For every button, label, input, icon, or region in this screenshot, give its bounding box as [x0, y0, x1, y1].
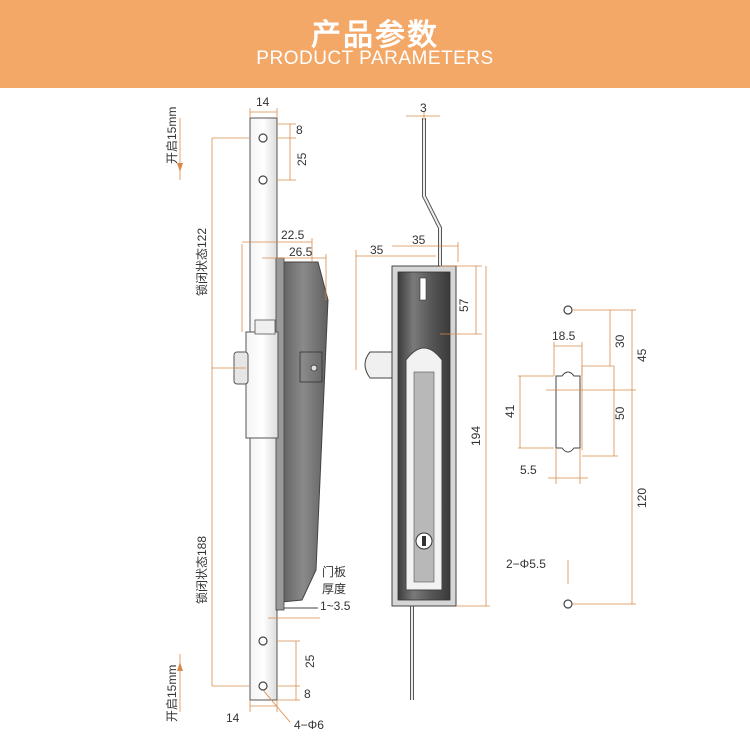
cutout-view — [555, 305, 581, 609]
label-holes-4: 4−Φ6 — [294, 718, 324, 732]
dim-45: 45 — [635, 348, 649, 362]
hole — [258, 175, 268, 185]
dim-8-bottom: 8 — [304, 687, 311, 701]
label-open-top: 开启15mm — [165, 107, 179, 164]
front-view — [364, 118, 457, 700]
header-subtitle: PRODUCT PARAMETERS — [256, 48, 494, 69]
dim-22-5: 22.5 — [281, 228, 305, 242]
dim-50: 50 — [613, 406, 627, 420]
upper-slot — [419, 277, 427, 301]
lock-housing — [277, 261, 329, 603]
cutout-shape — [555, 371, 581, 453]
dim-26-5: 26.5 — [289, 245, 313, 259]
door-label-3: 1~3.5 — [320, 599, 351, 613]
label-holes-2: 2−Φ5.5 — [506, 557, 546, 571]
latch-block — [245, 331, 279, 439]
dim-14-bottom: 14 — [226, 711, 240, 725]
cutout-hole-bottom — [563, 599, 573, 609]
pivot-pin — [310, 364, 318, 372]
side-view-dimensions — [179, 108, 327, 723]
front-view-dimensions — [355, 112, 490, 607]
top-rod-highlight — [423, 118, 441, 270]
door-label-2: 厚度 — [322, 581, 346, 596]
dim-35-right: 35 — [412, 233, 426, 247]
dim-30: 30 — [613, 334, 627, 348]
pin-plate — [299, 351, 323, 383]
cutout-dimensions — [518, 309, 636, 605]
side-view — [233, 117, 329, 701]
latch-notch — [254, 319, 276, 335]
cam-tab — [364, 351, 393, 379]
cutout-hole-top — [563, 305, 573, 315]
header-title: 产品参数 — [311, 18, 439, 53]
label-locked-122: 锁闭状态122 — [194, 228, 209, 296]
door-label-1: 门板 — [322, 564, 346, 579]
key-slot — [422, 536, 426, 546]
dim-41: 41 — [503, 404, 517, 418]
dim-18-5: 18.5 — [552, 329, 576, 343]
side-view-arrows — [177, 163, 183, 671]
dim-3: 3 — [420, 101, 427, 115]
handle-channel — [413, 371, 435, 583]
dim-25-bottom: 25 — [303, 654, 317, 668]
dim-5-5: 5.5 — [520, 463, 537, 477]
dim-8-top: 8 — [296, 123, 303, 137]
dim-194: 194 — [469, 426, 483, 446]
label-locked-188: 锁闭状态188 — [194, 536, 209, 604]
label-open-bottom: 开启15mm — [165, 665, 179, 722]
hole — [258, 133, 268, 143]
header-banner: 产品参数 PRODUCT PARAMETERS — [0, 0, 750, 88]
hole — [258, 636, 268, 646]
dim-25-top: 25 — [295, 152, 309, 166]
hole — [258, 681, 268, 691]
dim-120: 120 — [635, 488, 649, 508]
top-rod — [422, 118, 442, 270]
dim-14-top: 14 — [256, 95, 270, 109]
dim-35-left: 35 — [370, 243, 384, 257]
dim-57: 57 — [457, 298, 471, 312]
